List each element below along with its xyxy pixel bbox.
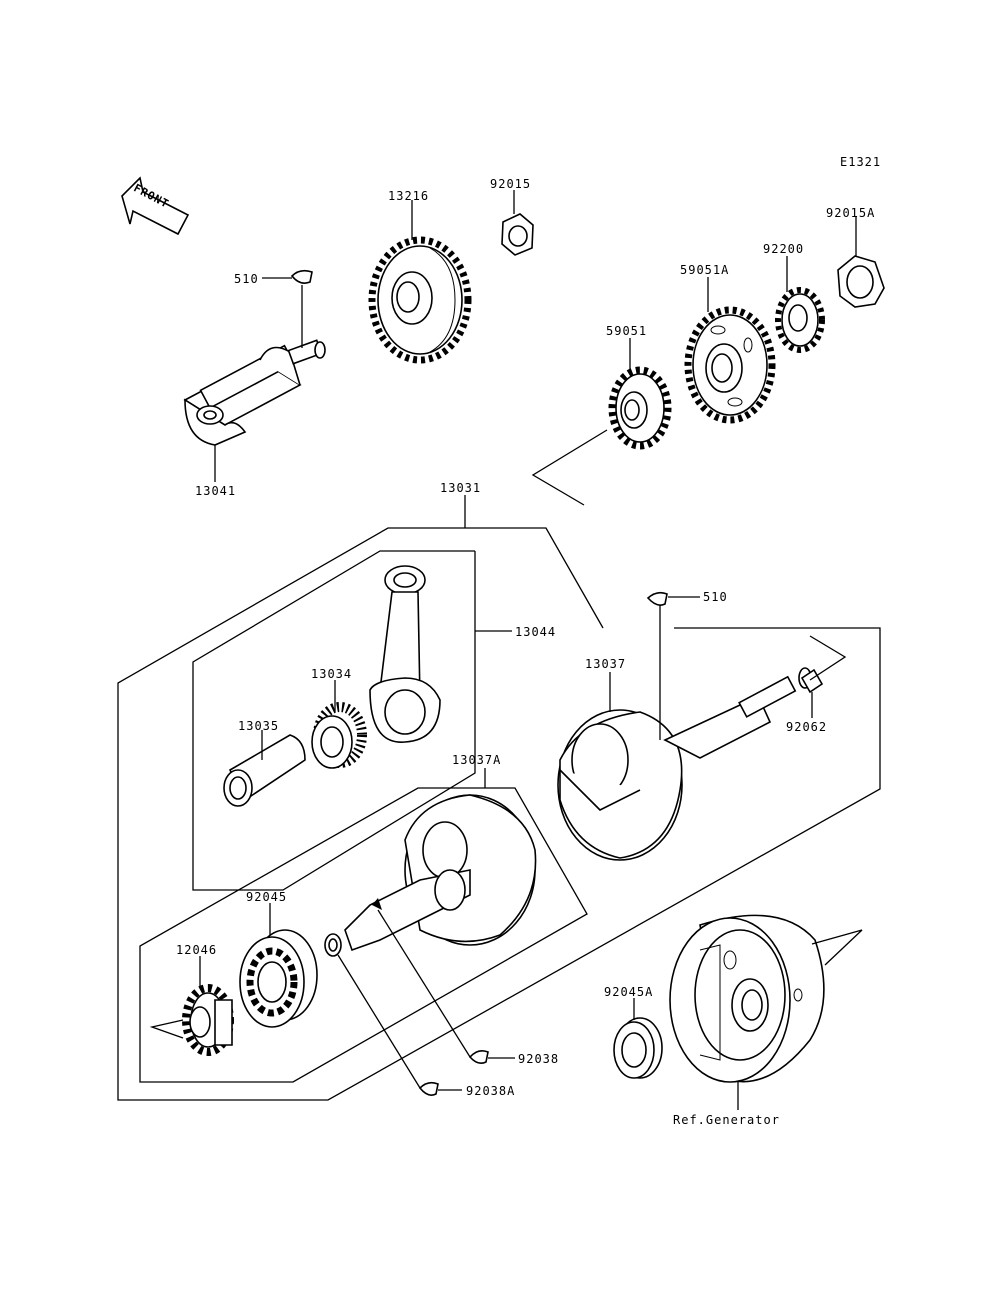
label-92200: 92200 xyxy=(763,242,804,256)
group-outline-13044 xyxy=(192,550,476,891)
sprocket-12046[interactable] xyxy=(182,984,234,1056)
washer-92200[interactable] xyxy=(775,287,825,353)
label-12046: 12046 xyxy=(176,943,217,957)
crank-pin-13035[interactable] xyxy=(223,734,306,807)
connecting-rod-13044[interactable] xyxy=(369,565,441,743)
gear-59051A[interactable] xyxy=(684,306,776,424)
label-92062: 92062 xyxy=(786,720,827,734)
crankshaft-13037[interactable] xyxy=(557,667,812,861)
needle-bearing-13034[interactable] xyxy=(311,702,367,769)
label-13216: 13216 xyxy=(388,189,429,203)
balancer-shaft-13041[interactable] xyxy=(183,339,326,446)
key-510-top[interactable] xyxy=(290,269,313,284)
label-92045A: 92045A xyxy=(604,985,653,999)
label-92045: 92045 xyxy=(246,890,287,904)
key-510-right[interactable] xyxy=(646,591,668,606)
label-92015A: 92015A xyxy=(826,206,875,220)
label-13031: 13031 xyxy=(440,481,481,495)
label-92038: 92038 xyxy=(518,1052,559,1066)
oil-seal-92045A[interactable] xyxy=(613,1017,663,1079)
group-outline-13031 xyxy=(117,527,881,1101)
label-92015: 92015 xyxy=(490,177,531,191)
label-13037A: 13037A xyxy=(452,753,501,767)
key-92038[interactable] xyxy=(468,1050,489,1064)
label-510-top: 510 xyxy=(234,272,259,286)
crankshaft-13037A[interactable] xyxy=(324,794,537,957)
gear-59051[interactable] xyxy=(608,366,672,450)
generator-rotor[interactable] xyxy=(669,914,825,1083)
label-13037: 13037 xyxy=(585,657,626,671)
label-92038A: 92038A xyxy=(466,1084,515,1098)
ref-generator-label: Ref.Generator xyxy=(673,1113,780,1127)
gear-13216[interactable] xyxy=(368,236,472,364)
label-13035: 13035 xyxy=(238,719,279,733)
label-13044: 13044 xyxy=(515,625,556,639)
key-92038A[interactable] xyxy=(418,1081,439,1096)
group-outline-13037A xyxy=(139,787,588,1083)
diagram-code: E1321 xyxy=(840,155,881,169)
ball-bearing-92045[interactable] xyxy=(239,929,318,1028)
nut-92015A[interactable] xyxy=(837,255,885,308)
label-13034: 13034 xyxy=(311,667,352,681)
label-59051A: 59051A xyxy=(680,263,729,277)
label-510-right: 510 xyxy=(703,590,728,604)
front-arrow-icon: FRONT xyxy=(121,176,190,236)
label-13041: 13041 xyxy=(195,484,236,498)
label-59051: 59051 xyxy=(606,324,647,338)
nut-92015[interactable] xyxy=(501,213,534,256)
